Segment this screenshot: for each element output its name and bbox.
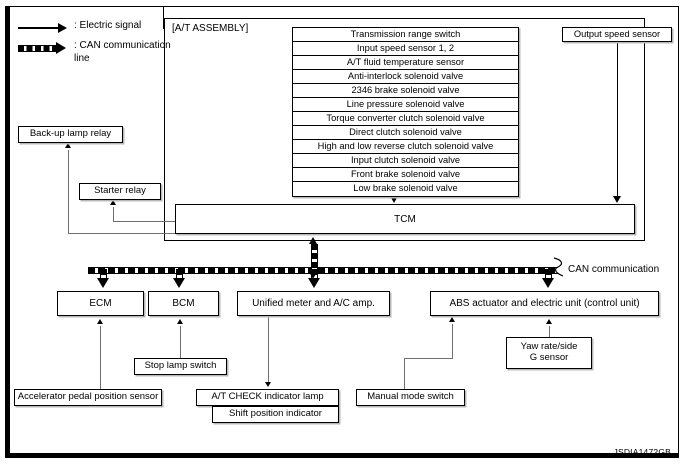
- backup-lamp-relay-box: Back-up lamp relay: [18, 126, 123, 143]
- dashed-arrow-icon: [18, 42, 70, 54]
- component-row: Transmission range switch: [293, 28, 518, 42]
- frame-left-bar: [5, 6, 10, 458]
- component-row: Input speed sensor 1, 2: [293, 42, 518, 56]
- shift-position-indicator-box: Shift position indicator: [212, 406, 339, 423]
- component-row: 2346 brake solenoid valve: [293, 84, 518, 98]
- legend-label-electric-signal: : Electric signal: [74, 20, 142, 31]
- component-row: A/T fluid temperature sensor: [293, 56, 518, 70]
- legend-label-can-line: : CAN communication line: [74, 40, 171, 64]
- at-check-indicator-lamp-box: A/T CHECK indicator lamp: [196, 389, 339, 406]
- starter-relay-box: Starter relay: [79, 183, 161, 200]
- yaw-sensor-line1: Yaw rate/side: [520, 341, 578, 353]
- legend-item-can-line: : CAN communication line: [18, 40, 171, 65]
- can-tcm-branch: [311, 244, 318, 272]
- output-speed-sensor-box: Output speed sensor: [562, 27, 672, 42]
- accelerator-pedal-sensor-box: Accelerator pedal position sensor: [14, 389, 162, 406]
- tcm-box: TCM: [175, 204, 635, 234]
- component-row: Direct clutch solenoid valve: [293, 126, 518, 140]
- yaw-sensor-line2: G sensor: [529, 352, 569, 363]
- component-row: High and low reverse clutch solenoid val…: [293, 140, 518, 154]
- component-row: Anti-interlock solenoid valve: [293, 70, 518, 84]
- legend: : Electric signal : CAN communication li…: [18, 20, 171, 71]
- can-bus-line: [88, 267, 558, 274]
- component-row: Low brake solenoid valve: [293, 182, 518, 196]
- component-row: Torque converter clutch solenoid valve: [293, 112, 518, 126]
- ecm-box: ECM: [57, 291, 144, 316]
- abs-actuator-box: ABS actuator and electric unit (control …: [430, 291, 659, 316]
- component-row: Input clutch solenoid valve: [293, 154, 518, 168]
- component-row: Line pressure solenoid valve: [293, 98, 518, 112]
- frame-bottom-bar: [5, 453, 679, 458]
- can-line-terminator-icon: [553, 257, 564, 277]
- reference-code: JSDIA1472GB: [613, 447, 671, 457]
- manual-mode-switch-box: Manual mode switch: [356, 389, 465, 406]
- component-row: Front brake solenoid valve: [293, 168, 518, 182]
- bcm-box: BCM: [148, 291, 219, 316]
- legend-item-electric-signal: : Electric signal: [18, 20, 171, 34]
- legend-divider: [163, 7, 164, 29]
- stop-lamp-switch-box: Stop lamp switch: [134, 358, 227, 375]
- can-communication-label: CAN communication: [568, 264, 660, 275]
- solid-arrow-icon: [18, 22, 70, 34]
- at-assembly-label: [A/T ASSEMBLY]: [172, 23, 249, 34]
- yaw-rate-side-g-sensor-box: Yaw rate/side G sensor: [506, 337, 592, 369]
- unified-meter-box: Unified meter and A/C amp.: [237, 291, 390, 316]
